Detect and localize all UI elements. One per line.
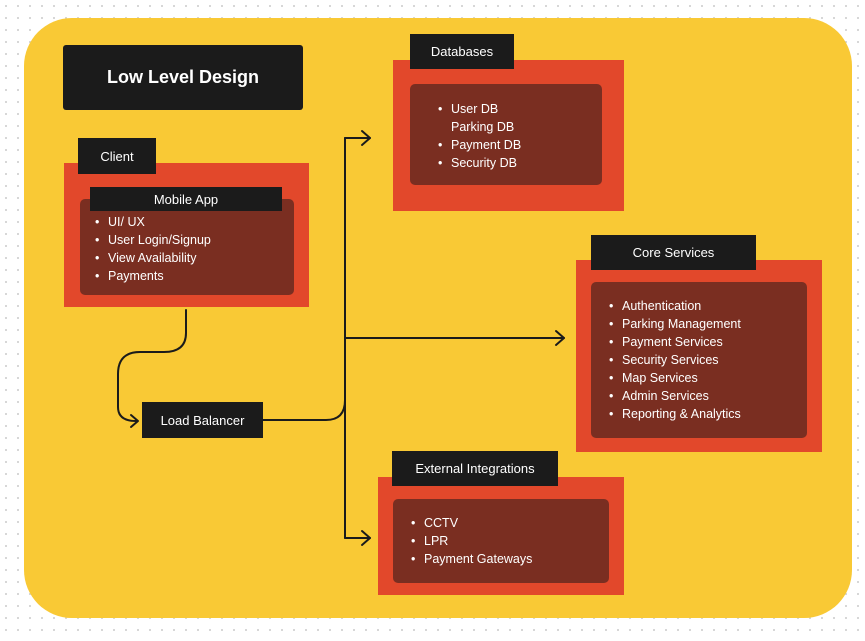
list-item: User Login/Signup <box>95 231 294 249</box>
list-item: CCTV <box>411 514 609 532</box>
list-item: Authentication <box>609 297 807 315</box>
databases-items: User DB Parking DB Payment DB Security D… <box>438 100 602 172</box>
client-label: Client <box>78 138 156 174</box>
arrowhead-databases <box>361 130 371 146</box>
databases-label: Databases <box>410 34 514 69</box>
databases-box: User DB Parking DB Payment DB Security D… <box>410 84 602 185</box>
external-integrations-box: CCTV LPR Payment Gateways <box>393 499 609 583</box>
list-item: Parking DB <box>451 120 515 134</box>
external-integrations-label: External Integrations <box>392 451 558 486</box>
list-item: User DB <box>438 100 602 118</box>
list-item: LPR <box>411 532 609 550</box>
core-services-items: Authentication Parking Management Paymen… <box>609 297 807 423</box>
list-item: Reporting & Analytics <box>609 405 807 423</box>
external-integrations-items: CCTV LPR Payment Gateways <box>411 514 609 568</box>
connector-load-balancer-to-trunk <box>262 337 346 421</box>
list-item: Payment DB <box>438 136 602 154</box>
arrowhead-external-integrations <box>361 530 371 546</box>
list-item: Payments <box>95 267 294 285</box>
list-item: Parking Management <box>609 315 807 333</box>
core-services-box: Authentication Parking Management Paymen… <box>591 282 807 438</box>
list-item: Payment Services <box>609 333 807 351</box>
mobile-app-box: UI/ UX User Login/Signup View Availabili… <box>80 199 294 295</box>
page-title: Low Level Design <box>63 45 303 110</box>
arrowhead-core-services <box>555 330 565 346</box>
list-item: Map Services <box>609 369 807 387</box>
mobile-app-items: UI/ UX User Login/Signup View Availabili… <box>95 213 294 285</box>
mobile-app-label: Mobile App <box>90 187 282 211</box>
arrowhead-load-balancer <box>130 414 139 428</box>
list-item: UI/ UX <box>95 213 294 231</box>
connector-client-to-load-balancer <box>117 309 187 422</box>
list-item: Security Services <box>609 351 807 369</box>
load-balancer-box: Load Balancer <box>142 402 263 438</box>
list-item: Admin Services <box>609 387 807 405</box>
list-item: Payment Gateways <box>411 550 609 568</box>
core-services-label: Core Services <box>591 235 756 270</box>
list-item: View Availability <box>95 249 294 267</box>
list-item: Security DB <box>438 154 602 172</box>
